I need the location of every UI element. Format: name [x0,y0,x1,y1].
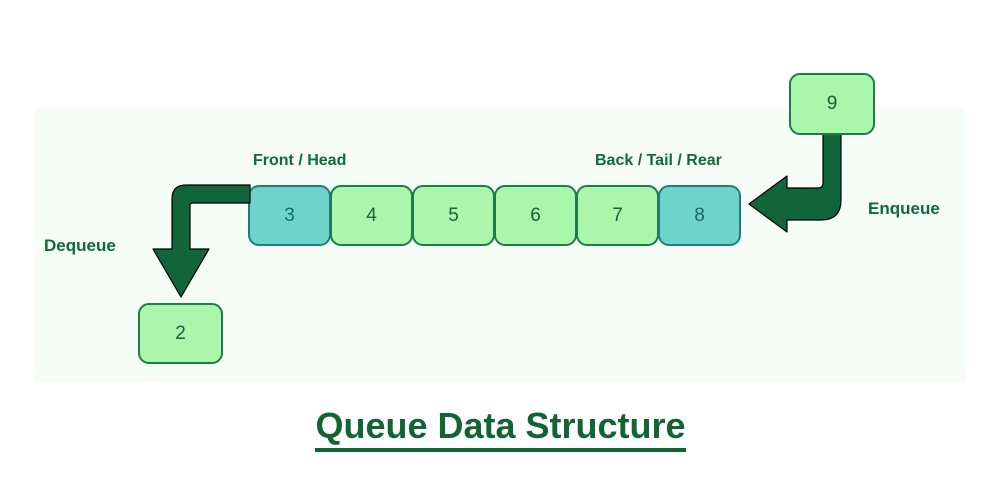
queue-container: 3 4 5 6 7 8 [248,185,741,246]
enqueue-value: 9 [826,93,838,114]
queue-cell-value: 7 [612,204,623,226]
dequeue-value-box: 2 [138,303,223,364]
diagram-title-text: Queue Data Structure [315,405,686,452]
queue-cell: 6 [494,185,577,246]
enqueue-label: Enqueue [868,199,940,218]
queue-cell: 5 [412,185,495,246]
dequeue-value: 2 [175,322,186,344]
enqueue-value-box: 9 [789,73,875,135]
front-head-label: Front / Head [253,152,347,169]
back-tail-rear-label: Back / Tail / Rear [595,152,722,169]
dequeue-arrow-icon [152,184,251,298]
enqueue-arrow-icon [748,129,842,233]
dequeue-label: Dequeue [44,236,116,255]
queue-cell-value: 6 [530,204,541,226]
queue-cell: 7 [576,185,659,246]
queue-cell-value: 8 [694,204,705,226]
queue-cell: 4 [330,185,413,246]
queue-cell-front: 3 [248,185,331,246]
queue-cell-value: 4 [366,204,377,226]
queue-cell-value: 3 [284,204,295,226]
queue-cell-value: 5 [448,204,459,226]
queue-cell-back: 8 [658,185,741,246]
diagram-title: Queue Data Structure [0,405,1001,452]
